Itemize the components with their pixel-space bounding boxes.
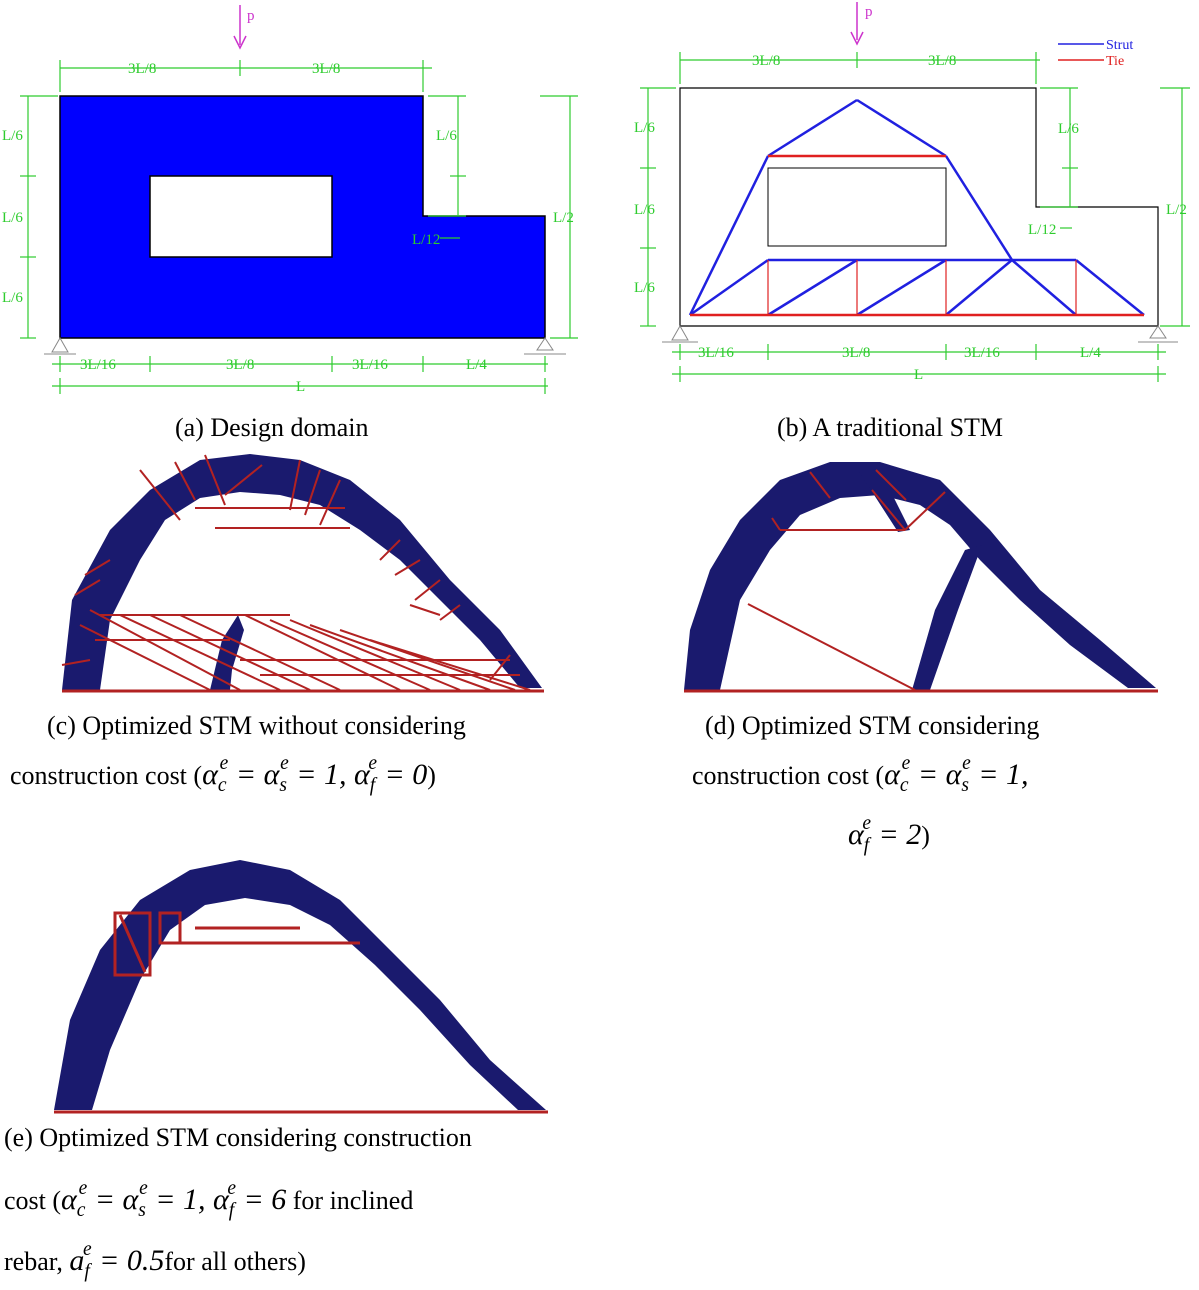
- design-domain: [59, 95, 546, 339]
- caption-d-close: ): [921, 821, 930, 850]
- dim-bottom-3: 3L/16: [964, 345, 1000, 361]
- rebar-d: [684, 469, 1158, 693]
- caption-d-line2: construction cost (αce = αse = 1,: [692, 750, 1029, 804]
- dim-right-3: L/2: [553, 210, 574, 226]
- dim-left-2: L/6: [2, 210, 23, 226]
- dim-top-1: 3L/8: [128, 61, 156, 77]
- rebar-c: [61, 454, 544, 693]
- dim-bottom-4: L/4: [1080, 345, 1101, 361]
- struts: [688, 98, 1145, 317]
- roller-support-right: [524, 337, 566, 355]
- dim-right-2: L/12: [1028, 222, 1056, 238]
- dim-right-1: L/6: [1058, 121, 1079, 137]
- dim-bottom-2: 3L/8: [226, 357, 254, 373]
- dim-right-2: L/12: [412, 232, 440, 248]
- topology-e: [54, 860, 546, 1110]
- dim-total: L: [914, 367, 923, 383]
- caption-e-end: for all others): [164, 1247, 306, 1276]
- dim-top-2: 3L/8: [928, 53, 956, 69]
- domain-outline: [679, 87, 1159, 327]
- caption-e-equation2: afe = 0.5: [69, 1239, 165, 1282]
- caption-c-line1: (c) Optimized STM without considering: [47, 711, 466, 740]
- panel-c-optimized-stm: [61, 454, 544, 693]
- rebar-e: [54, 911, 548, 1114]
- dim-bottom-1: 3L/16: [80, 357, 116, 373]
- legend-tie: Tie: [1106, 54, 1124, 69]
- panel-a-design-domain: p 3L/8 3L/8: [2, 5, 578, 395]
- topology-c: [62, 454, 542, 690]
- load-label: p: [865, 4, 873, 20]
- panel-e-optimized-stm: [54, 860, 548, 1114]
- ties: [690, 154, 1144, 317]
- dim-bottom-1: 3L/16: [698, 345, 734, 361]
- caption-e-line1: (e) Optimized STM considering constructi…: [4, 1123, 472, 1152]
- panel-b-traditional-stm: p Strut Tie: [634, 2, 1190, 383]
- dim-left-1: L/6: [634, 120, 655, 136]
- caption-d-line1: (d) Optimized STM considering: [705, 711, 1040, 740]
- legend-strut: Strut: [1106, 38, 1133, 53]
- caption-b: (b) A traditional STM: [777, 413, 1004, 442]
- opening-outline: [767, 167, 947, 247]
- caption-d-equation1: αce = αse = 1,: [884, 753, 1029, 796]
- caption-d-equation2: αfe = 2: [848, 813, 922, 856]
- caption-a: (a) Design domain: [175, 413, 369, 442]
- caption-d-line3: αfe = 2): [848, 810, 930, 864]
- caption-c-equation: αce = αse = 1, αfe = 0: [202, 753, 428, 796]
- dim-top-2: 3L/8: [312, 61, 340, 77]
- topology-d: [684, 462, 1156, 690]
- dim-left-3: L/6: [634, 280, 655, 296]
- dim-left-2: L/6: [634, 202, 655, 218]
- panel-d-optimized-stm: [684, 462, 1158, 693]
- pin-support-left: [44, 336, 76, 355]
- caption-d-prefix: construction cost (: [692, 761, 885, 790]
- dim-right-1: L/6: [436, 128, 457, 144]
- caption-c-prefix: construction cost (: [10, 761, 203, 790]
- dim-top-1: 3L/8: [752, 53, 780, 69]
- load-label: p: [247, 8, 255, 24]
- caption-c-close: ): [427, 761, 436, 790]
- dim-bottom-2: 3L/8: [842, 345, 870, 361]
- dim-bottom-4: L/4: [466, 357, 487, 373]
- dim-bottom-3: 3L/16: [352, 357, 388, 373]
- caption-e-prefix: cost (: [4, 1186, 62, 1215]
- caption-e-line3: rebar, afe = 0.5for all others): [4, 1236, 306, 1290]
- dim-left-1: L/6: [2, 128, 23, 144]
- pin-support-left: [662, 324, 698, 343]
- caption-e-rebar: rebar,: [4, 1247, 63, 1276]
- dim-right-3: L/2: [1166, 202, 1187, 218]
- roller-support-right: [1138, 325, 1178, 343]
- caption-e-suffix: for inclined: [286, 1186, 414, 1215]
- caption-e-line2: cost (αce = αse = 1, αfe = 6 for incline…: [4, 1175, 413, 1229]
- dim-total: L: [296, 379, 305, 395]
- caption-e-equation1: αce = αse = 1, αfe = 6: [61, 1178, 287, 1221]
- caption-c-line2: construction cost (αce = αse = 1, αfe = …: [10, 750, 436, 804]
- dim-left-3: L/6: [2, 290, 23, 306]
